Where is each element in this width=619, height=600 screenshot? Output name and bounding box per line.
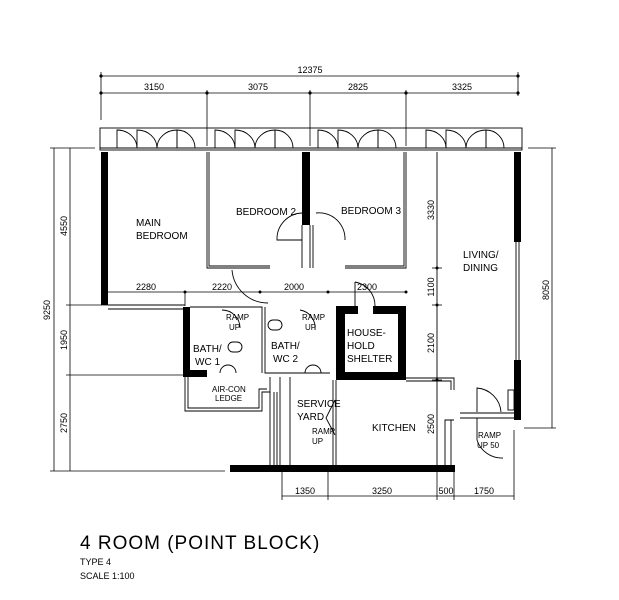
- label-shelter-1: HOUSE-: [347, 328, 386, 339]
- top-dimensions: 12375 3150 3075 2825 3325: [99, 65, 520, 146]
- ramp-label: RAMP: [226, 313, 249, 322]
- ramp-label: RAMP: [302, 313, 325, 322]
- dim-left-2: 1950: [59, 330, 69, 350]
- dim-left-3: 2750: [59, 413, 69, 433]
- ramp-label: UP: [312, 437, 323, 446]
- ramp-label: RAMP: [312, 427, 335, 436]
- room-labels: MAIN BEDROOM BEDROOM 2 BEDROOM 3 LIVING/…: [136, 206, 501, 450]
- dim-bottom-4: 1750: [474, 486, 494, 496]
- label-bath2-2: WC 2: [273, 354, 298, 365]
- dim-right: 8050: [541, 280, 551, 300]
- plan-title: 4 ROOM (POINT BLOCK): [80, 533, 320, 554]
- label-bedroom-3: BEDROOM 3: [341, 206, 401, 217]
- walls: [101, 152, 521, 472]
- dim-inner-v-1: 3330: [426, 200, 436, 220]
- dim-top-1: 3150: [144, 82, 164, 92]
- dim-top-4: 3325: [452, 82, 472, 92]
- plan-scale: SCALE 1:100: [80, 571, 135, 581]
- window-planter-strip: [99, 127, 523, 151]
- inner-dimensions: 2280 2220 2000 2300 3330 1100 2100 2500: [108, 200, 442, 469]
- label-shelter-2: HOLD: [347, 341, 375, 352]
- ramp-label: RAMP: [478, 431, 501, 440]
- label-aircon-2: LEDGE: [215, 394, 242, 403]
- label-bath1-1: BATH/: [193, 344, 222, 355]
- dim-inner-v-2: 1100: [426, 277, 436, 296]
- ramp-label: UP: [305, 323, 316, 332]
- dim-overall-depth: 9250: [42, 300, 52, 320]
- label-living-1: LIVING/: [463, 250, 499, 261]
- dim-inner-h-3: 2000: [284, 282, 304, 292]
- label-bath2-1: BATH/: [271, 341, 300, 352]
- dim-overall-width: 12375: [297, 65, 322, 75]
- label-kitchen: KITCHEN: [372, 423, 416, 434]
- label-shelter-3: SHELTER: [347, 354, 392, 365]
- title-block: 4 ROOM (POINT BLOCK) TYPE 4 SCALE 1:100: [80, 533, 320, 581]
- dim-inner-v-3: 2100: [426, 333, 436, 353]
- ramp-label: UP 50: [477, 441, 500, 450]
- dim-top-3: 2825: [348, 82, 368, 92]
- dim-top-2: 3075: [248, 82, 268, 92]
- dim-inner-h-1: 2280: [136, 282, 156, 292]
- label-service-1: SERVICE: [297, 399, 341, 410]
- left-dimensions: 9250 4550 1950 2750: [42, 147, 225, 472]
- ramp-label: UP: [229, 323, 240, 332]
- label-living-2: DINING: [463, 263, 498, 274]
- label-main-bedroom-1: MAIN: [136, 218, 161, 229]
- dim-bottom-3: 500: [438, 486, 453, 496]
- dim-inner-h-4: 2300: [357, 282, 377, 292]
- right-dimension: 8050: [524, 147, 556, 429]
- dim-bottom-1: 1350: [295, 486, 315, 496]
- dim-inner-v-4: 2500: [426, 414, 436, 434]
- label-main-bedroom-2: BEDROOM: [136, 231, 188, 242]
- label-bath1-2: WC 1: [195, 357, 220, 368]
- dim-left-1: 4550: [59, 216, 69, 236]
- bottom-dimensions: 1350 3250 500 1750: [281, 430, 515, 500]
- plan-type: TYPE 4: [80, 557, 111, 567]
- dim-inner-h-2: 2220: [212, 282, 232, 292]
- dim-bottom-2: 3250: [372, 486, 392, 496]
- label-aircon-1: AIR-CON: [212, 385, 246, 394]
- label-service-2: YARD: [297, 412, 324, 423]
- label-bedroom-2: BEDROOM 2: [236, 207, 296, 218]
